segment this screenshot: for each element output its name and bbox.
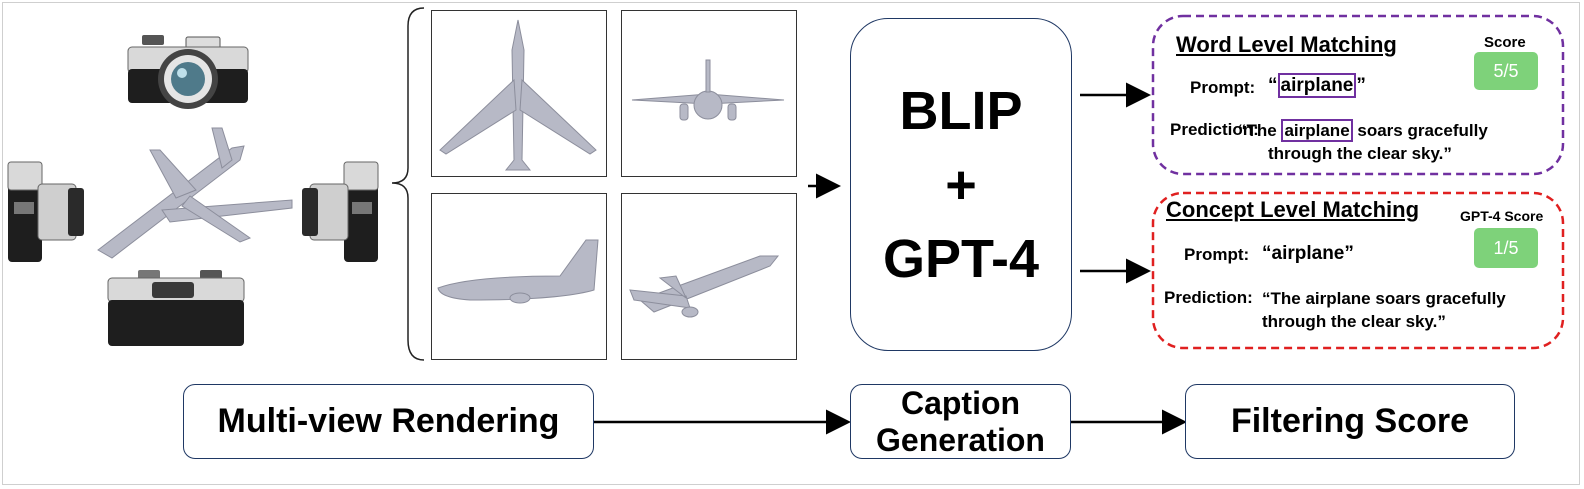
concept-level-prediction-label: Prediction: bbox=[1164, 288, 1253, 307]
view-front bbox=[631, 59, 785, 121]
camera-bottom-icon bbox=[107, 270, 245, 346]
model-name-gpt4: GPT-4 bbox=[882, 228, 1040, 289]
stage-label: Filtering Score bbox=[1230, 402, 1470, 440]
view-frame-top bbox=[431, 10, 607, 177]
word-level-box bbox=[1151, 14, 1565, 176]
view-frame-side bbox=[431, 193, 607, 360]
concept-level-prediction: “The airplane soars gracefully bbox=[1262, 289, 1506, 308]
word-level-title: Word Level Matching bbox=[1176, 32, 1397, 57]
word-level-prediction-line2: through the clear sky.” bbox=[1268, 144, 1452, 163]
model-name-blip: BLIP bbox=[899, 80, 1023, 141]
word-level-score-label: Score bbox=[1484, 34, 1526, 51]
blip-gpt4-box: BLIP + GPT-4 bbox=[850, 18, 1072, 351]
model-plus: + bbox=[945, 154, 977, 215]
highlighted-word: airplane bbox=[1277, 73, 1357, 98]
view-top bbox=[439, 19, 597, 171]
highlighted-word: airplane bbox=[1281, 119, 1353, 142]
word-level-prompt: “airplane” bbox=[1268, 73, 1366, 98]
stage-label-line2: Generation bbox=[876, 421, 1045, 458]
word-level-prediction: “The airplane soars gracefully bbox=[1238, 119, 1488, 142]
view-frame-perspective bbox=[621, 193, 797, 360]
concept-level-box bbox=[1151, 191, 1565, 350]
pred-rest: soars gracefully bbox=[1352, 121, 1488, 140]
concept-level-score-badge: 1/5 bbox=[1474, 228, 1538, 268]
word-level-score-badge: 5/5 bbox=[1474, 52, 1538, 90]
view-frame-front bbox=[621, 10, 797, 177]
camera-right-icon bbox=[302, 161, 379, 262]
camera-top-icon bbox=[127, 35, 249, 109]
brace-icon bbox=[391, 7, 425, 361]
concept-level-prediction-line2: through the clear sky.” bbox=[1262, 312, 1446, 331]
stage-label: Multi-view Rendering bbox=[217, 402, 560, 440]
view-side bbox=[437, 239, 599, 304]
pred-start: “The bbox=[1238, 121, 1282, 140]
concept-level-prompt: “airplane” bbox=[1262, 243, 1354, 264]
airplane-model bbox=[97, 127, 293, 259]
quote-close: ” bbox=[1356, 75, 1366, 96]
stage-caption-generation: Caption Generation bbox=[850, 384, 1071, 459]
quote-open: “ bbox=[1268, 75, 1278, 96]
concept-level-prompt-label: Prompt: bbox=[1184, 245, 1250, 264]
concept-level-score-label: GPT-4 Score bbox=[1460, 208, 1544, 224]
view-perspective bbox=[629, 255, 780, 318]
stage-filtering-score: Filtering Score bbox=[1185, 384, 1515, 459]
camera-left-icon bbox=[7, 161, 84, 262]
stage-label-line1: Caption bbox=[900, 384, 1021, 421]
word-level-prompt-label: Prompt: bbox=[1190, 78, 1256, 97]
concept-level-title: Concept Level Matching bbox=[1166, 197, 1420, 222]
stage-multi-view-rendering: Multi-view Rendering bbox=[183, 384, 594, 459]
word-level-prediction-label: Prediction: bbox=[1170, 120, 1259, 139]
